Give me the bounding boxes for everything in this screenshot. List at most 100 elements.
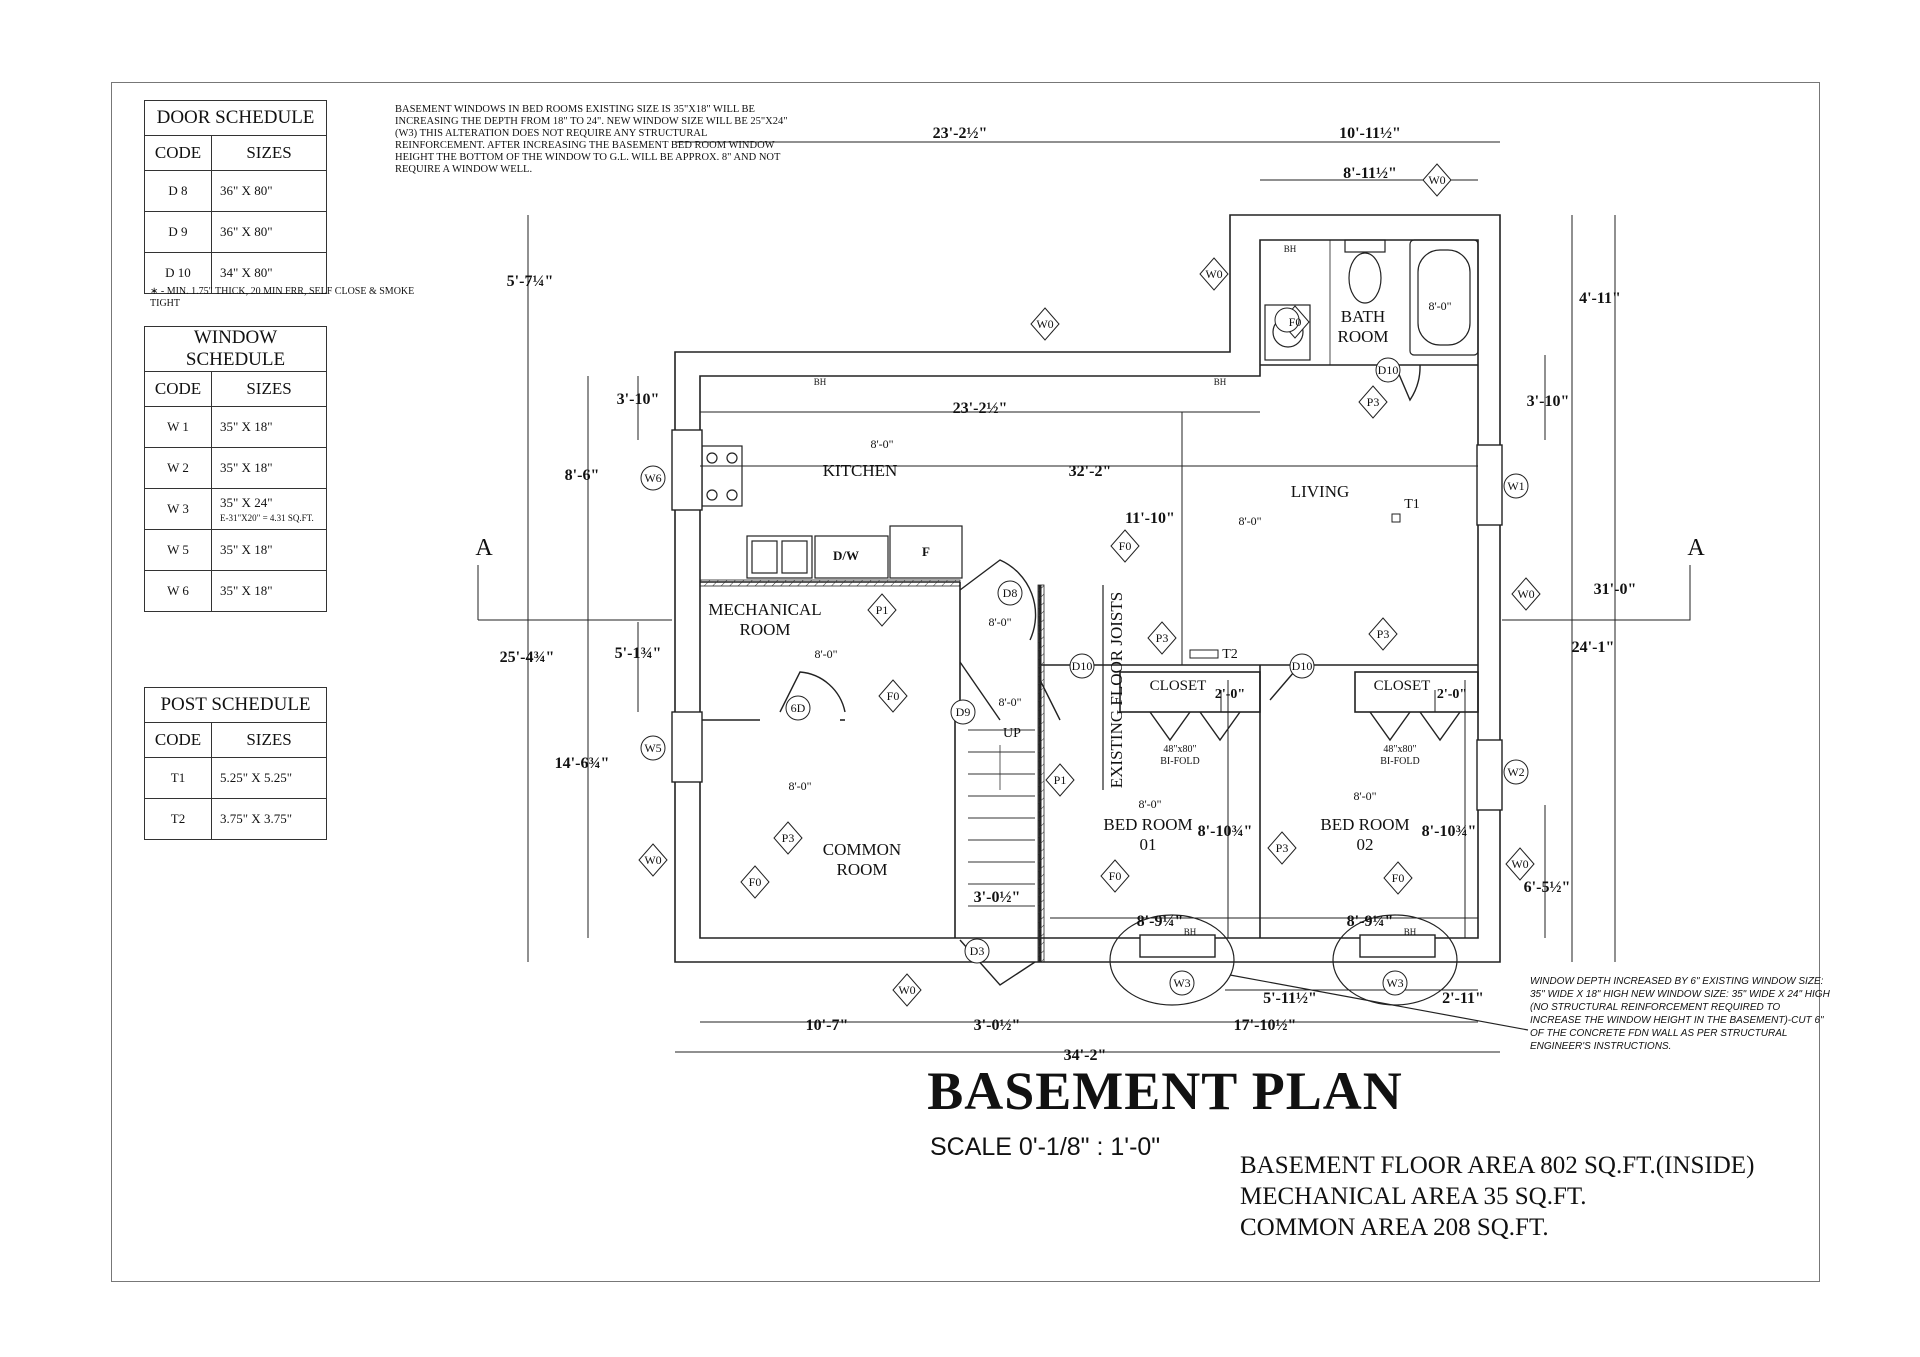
- door-d10-bath-swing: [1394, 364, 1421, 402]
- tag-f0: F0: [1119, 539, 1132, 553]
- tag-door-d9: D9: [956, 705, 971, 719]
- room-bed02-line1: BED ROOM: [1320, 815, 1409, 834]
- window-w6: [671, 429, 703, 511]
- dim-text: 8'-9¼": [1347, 913, 1394, 930]
- post-code: T2: [144, 798, 212, 840]
- ceiling-height: 8'-0": [988, 615, 1011, 629]
- foundation-outline: [674, 214, 1501, 963]
- dim-text: 24'-1": [1572, 639, 1615, 656]
- tag-post-t2: T2: [1222, 647, 1238, 662]
- tag-f0: F0: [1392, 871, 1405, 885]
- floor-joists-label: EXISTING FLOOR JOISTS: [1107, 592, 1126, 788]
- baseboard-heater: BH: [1284, 244, 1297, 254]
- area-summary: BASEMENT FLOOR AREA 802 SQ.FT.(INSIDE) M…: [1240, 1150, 1754, 1243]
- tag-p3: P3: [1377, 627, 1390, 641]
- closet-2: [1354, 671, 1479, 713]
- baseboard-heater: BH: [1214, 377, 1227, 387]
- bifold-2-type: BI-FOLD: [1380, 756, 1419, 767]
- tag-door-d10: D10: [1378, 363, 1399, 377]
- post-size: 3.75" X 3.75": [211, 798, 327, 840]
- ceiling-height: 8'-0": [1353, 789, 1376, 803]
- window-w3-a: [1139, 934, 1216, 958]
- bifold-2-size: 48"x80": [1383, 744, 1416, 755]
- dim-text: 31'-0": [1594, 581, 1637, 598]
- tag-w0: W0: [644, 853, 661, 867]
- post-t1-symbol: [1391, 513, 1401, 523]
- window-w1: [1476, 444, 1503, 526]
- bifold-door-1b: [1199, 711, 1241, 742]
- window-code: W 5: [144, 529, 212, 571]
- dim-text: 5'-11½": [1263, 990, 1317, 1007]
- dim-text: 32'-2": [1069, 463, 1112, 480]
- tag-diamond: [1199, 257, 1229, 291]
- door-code: D 10: [144, 252, 212, 294]
- tag-w2: W2: [1507, 765, 1524, 779]
- ceiling-height: 8'-0": [998, 695, 1021, 709]
- tag-diamond: [1045, 763, 1075, 797]
- tag-door-d10: D10: [1072, 659, 1093, 673]
- dim-text: 5'-1¾": [615, 645, 662, 662]
- dim-text: 8'-10¾": [1422, 823, 1477, 840]
- closet-1-label: CLOSET: [1150, 678, 1207, 694]
- dim-text: 8'-9¼": [1137, 913, 1184, 930]
- tag-diamond: [892, 973, 922, 1007]
- room-bed01-line2: 01: [1140, 835, 1157, 854]
- drawing-title: BASEMENT PLAN: [927, 1061, 1403, 1121]
- tag-p3: P3: [1276, 841, 1289, 855]
- dim-text: 3'-0½": [974, 1017, 1021, 1034]
- window-w5: [671, 711, 703, 783]
- burner-icon: [706, 489, 718, 501]
- section-a-left: A: [475, 535, 493, 561]
- hatched-wall-mech: [699, 579, 961, 587]
- dishwasher-label: D/W: [833, 548, 859, 563]
- dim-text: 3'-10": [1527, 393, 1570, 410]
- tag-w0: W0: [1511, 857, 1528, 871]
- dim-text: 23'-2½": [953, 400, 1008, 417]
- tag-p3: P3: [1367, 395, 1380, 409]
- burner-icon: [706, 452, 718, 464]
- tag-p3: P3: [782, 831, 795, 845]
- room-kitchen: KITCHEN: [823, 461, 898, 480]
- dim-text: 11'-10": [1125, 510, 1175, 527]
- dim-text: 10'-11½": [1339, 125, 1401, 142]
- fridge: [889, 525, 963, 579]
- closet-2-label: CLOSET: [1374, 678, 1431, 694]
- tag-w3: W3: [1173, 976, 1190, 990]
- fridge-label: F: [922, 544, 930, 559]
- window-size: 35" X 24": [220, 495, 273, 510]
- section-a-right: A: [1687, 535, 1705, 561]
- dim-text: 25'-4¾": [500, 649, 555, 666]
- door-code: D 9: [144, 211, 212, 253]
- tag-circle: [1274, 307, 1300, 333]
- tag-circle: [1503, 759, 1529, 785]
- tag-w5: W5: [644, 741, 661, 755]
- tag-diamond: [1383, 861, 1413, 895]
- ceiling-height: 8'-0": [870, 437, 893, 451]
- tag-diamond: [1267, 831, 1297, 865]
- tag-circle: [1169, 970, 1195, 996]
- room-bath-line2: ROOM: [1337, 327, 1388, 346]
- toilet-bowl: [1348, 252, 1382, 304]
- leader-line: [1229, 974, 1529, 1031]
- closet-width: 2'-0": [1215, 687, 1245, 702]
- door-size: 34" X 80": [211, 252, 327, 294]
- burner-icon: [726, 489, 738, 501]
- tag-w0: W0: [1205, 267, 1222, 281]
- tag-diamond: [773, 821, 803, 855]
- door-6d-swing: [779, 671, 846, 713]
- dim-text: 4'-11": [1579, 290, 1621, 307]
- tag-f0: F0: [1109, 869, 1122, 883]
- stairs: [968, 729, 1035, 907]
- tag-f0: F0: [749, 875, 762, 889]
- section-line: [1502, 565, 1691, 621]
- tag-door-6d: 6D: [791, 701, 806, 715]
- hatched-wall-stair: [1037, 584, 1045, 963]
- room-mechanical-line2: ROOM: [739, 620, 790, 639]
- window-size: 35" X 18": [211, 529, 327, 571]
- door-col-sizes: SIZES: [211, 135, 327, 171]
- dim-text: 3'-10": [617, 391, 660, 408]
- ceiling-height: 8'-0": [1428, 299, 1451, 313]
- tag-circle: [640, 465, 666, 491]
